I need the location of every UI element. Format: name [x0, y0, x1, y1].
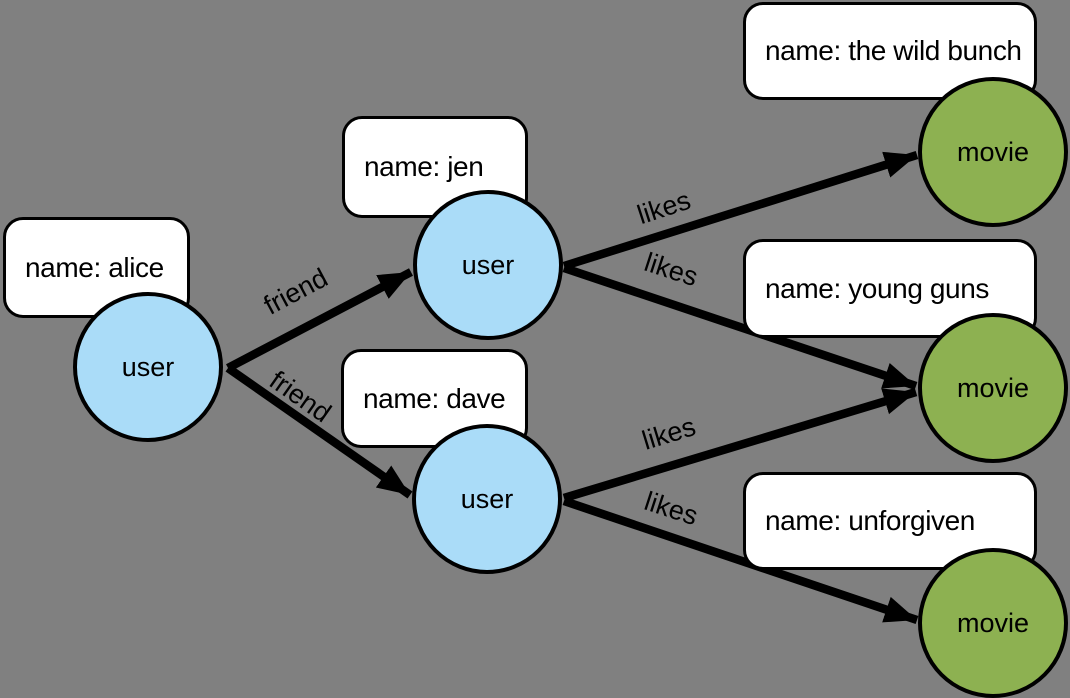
node-label: movie — [956, 607, 1030, 638]
edge-jen-young-guns — [562, 263, 918, 391]
node-user-jen: user — [413, 190, 563, 340]
edge-dave-unforgiven — [562, 496, 919, 625]
node-user-alice: user — [73, 292, 223, 442]
property-text-unforgiven: name: unforgiven — [765, 505, 975, 536]
edge-jen-wild-bunch — [562, 150, 919, 271]
node-movie-unforgiven: movie — [918, 548, 1068, 698]
node-label: user — [121, 351, 175, 382]
node-label: movie — [956, 136, 1030, 167]
node-user-dave: user — [412, 424, 562, 574]
property-text-dave: name: dave — [363, 382, 506, 414]
property-text-young-guns: name: young guns — [765, 272, 989, 304]
property-text-alice: name: alice — [25, 251, 164, 283]
node-label: movie — [956, 372, 1030, 403]
property-text-wild-bunch: name: the wild bunch — [765, 35, 1022, 66]
node-label: user — [460, 483, 514, 514]
node-label: user — [461, 249, 515, 280]
edge-alice-jen — [226, 268, 413, 372]
node-movie-young-guns: movie — [918, 313, 1068, 463]
edge-alice-dave — [225, 364, 413, 499]
edge-dave-young-guns — [562, 387, 918, 503]
property-text-jen: name: jen — [364, 151, 484, 182]
node-movie-wild-bunch: movie — [918, 77, 1068, 227]
